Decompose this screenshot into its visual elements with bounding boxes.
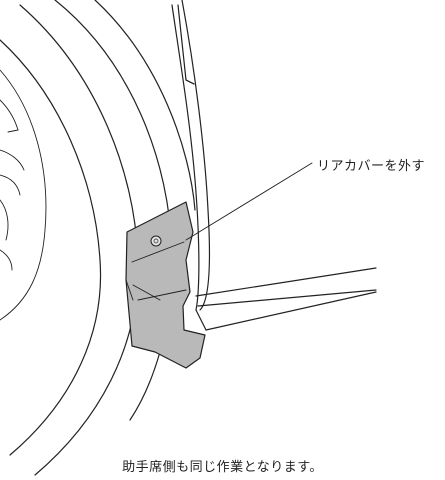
caption: 助手席側も同じ作業となります。 — [122, 460, 323, 475]
rear-cover — [125, 201, 206, 369]
wheel-detail — [0, 99, 25, 271]
fender — [171, 0, 211, 311]
callout-label: リアカバーを外す — [317, 159, 426, 174]
callout-leader-line — [185, 162, 313, 241]
side-sill — [195, 267, 377, 331]
